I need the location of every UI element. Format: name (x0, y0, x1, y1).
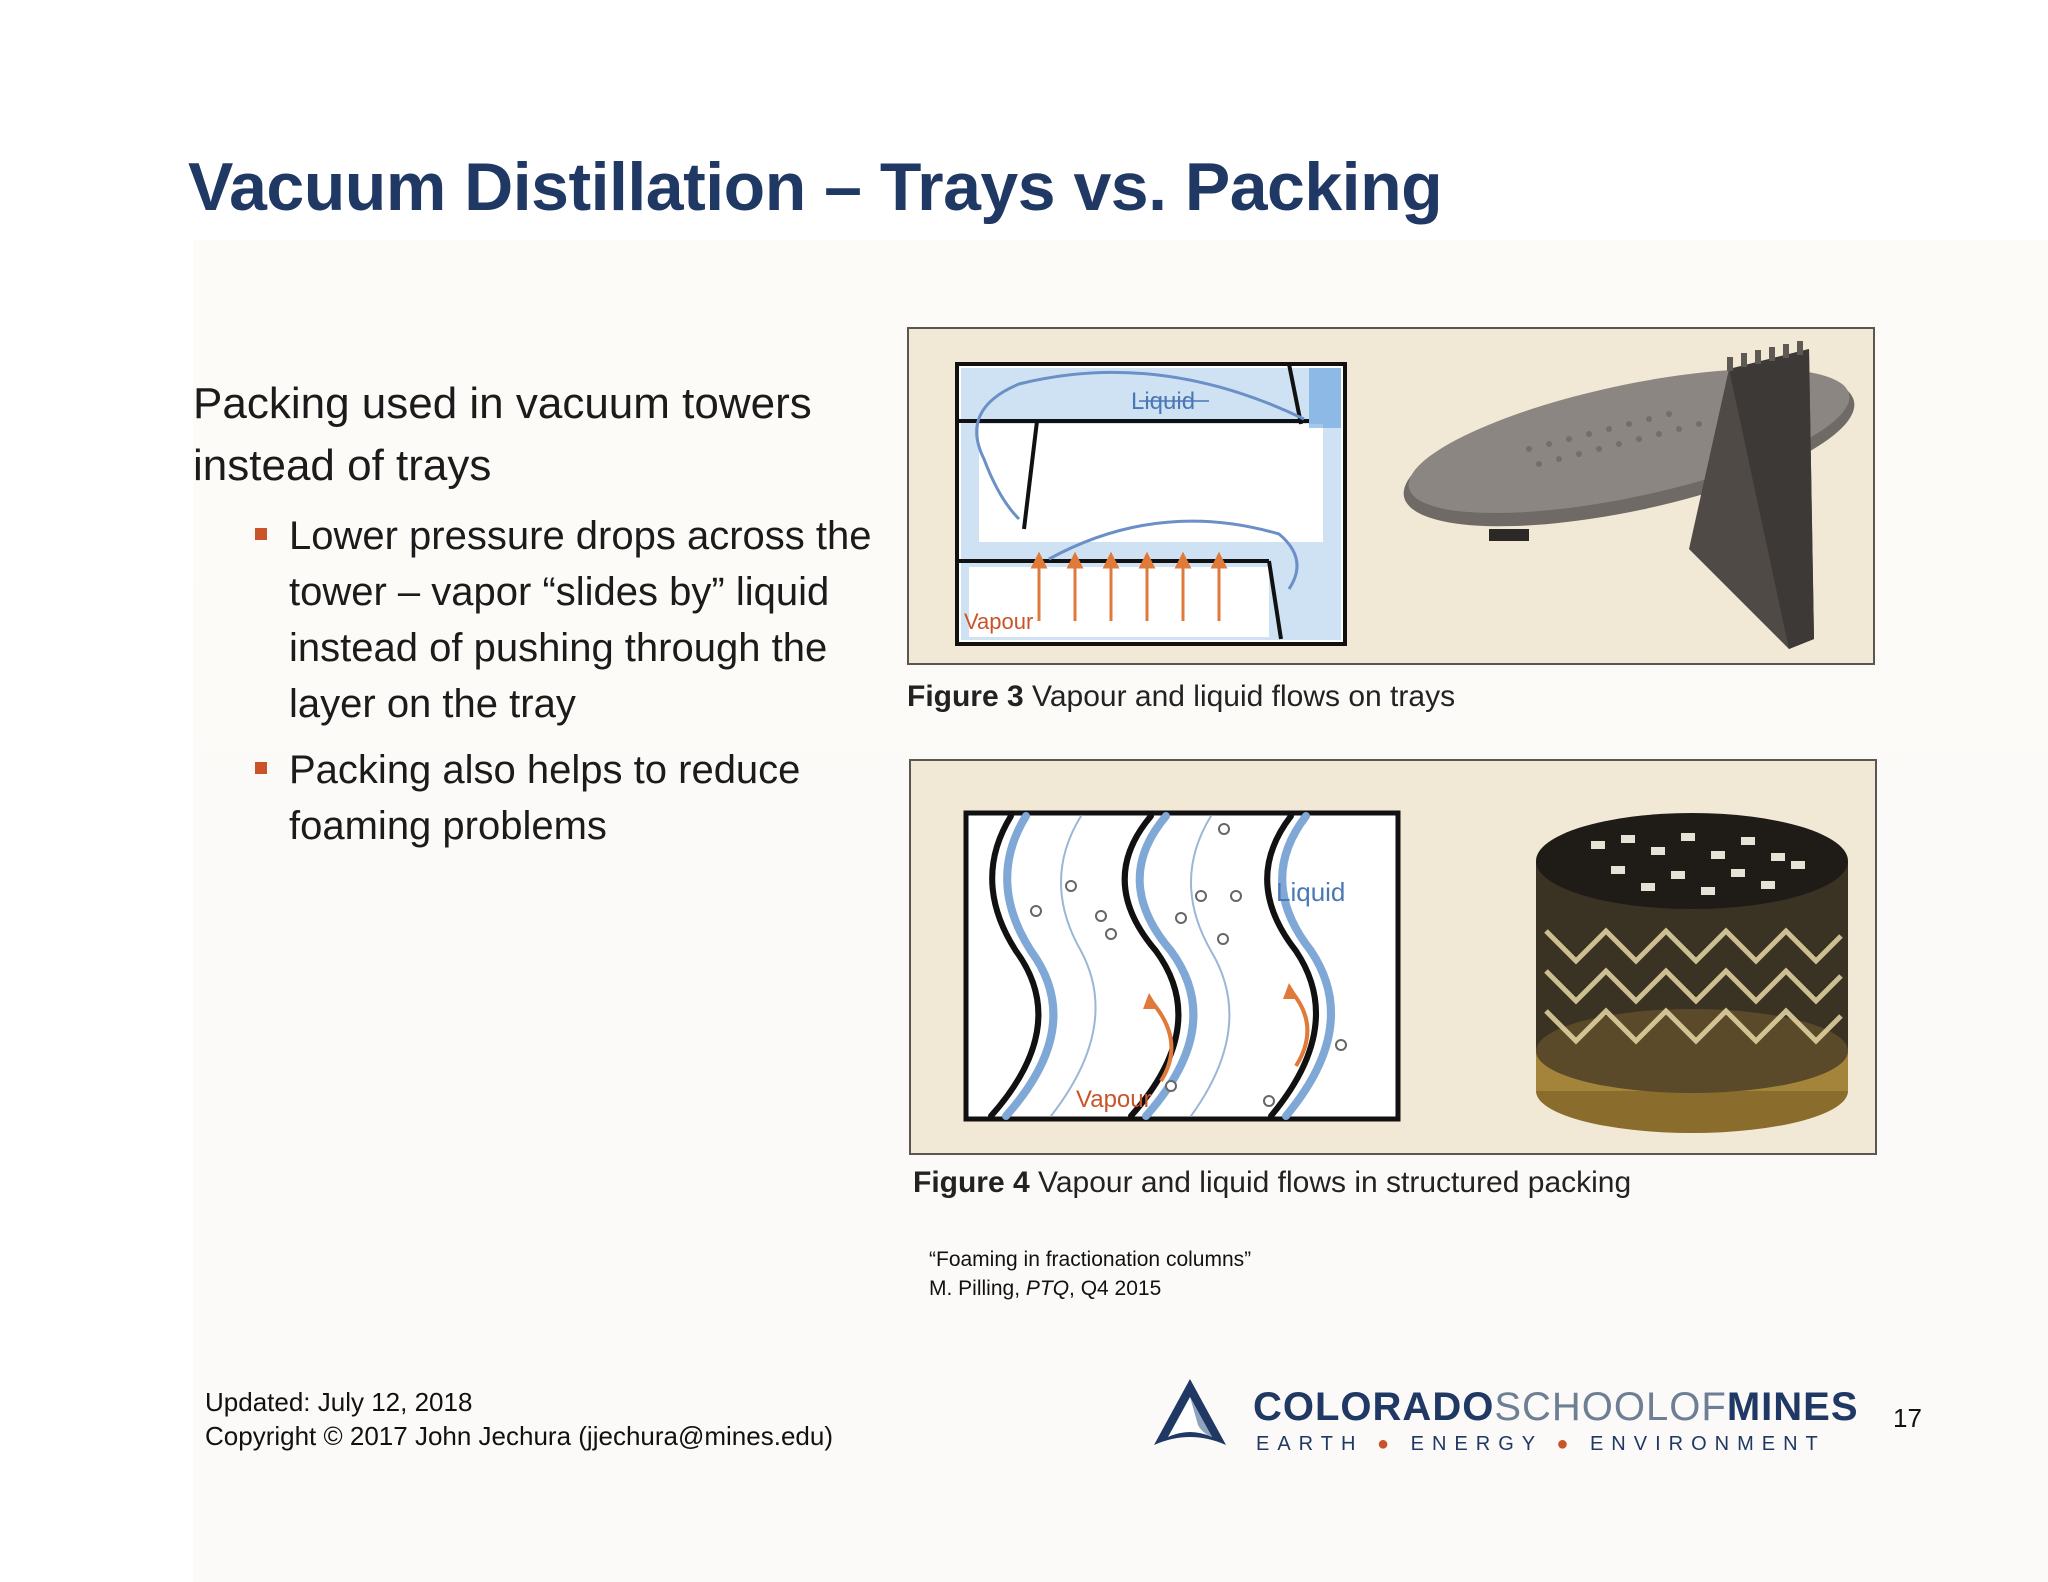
bullet-item: Lower pressure drops across the tower – … (255, 508, 875, 732)
footer-updated: Updated: July 12, 2018 (205, 1387, 473, 1417)
logo-dot-icon: ● (1376, 1433, 1398, 1455)
packing-flow-diagram: Liquid Vapour (963, 810, 1848, 1133)
figure-3-caption: Figure 3 Vapour and liquid flows on tray… (907, 680, 1455, 714)
bullet-text: Lower pressure drops across the tower – … (289, 514, 872, 726)
figure-4-image: Liquid Vapour (909, 759, 1877, 1155)
logo-tag-earth: EARTH (1256, 1433, 1364, 1455)
citation-author: M. Pilling, (929, 1277, 1026, 1300)
tray-3d-render (1403, 341, 1855, 649)
citation-issue: , Q4 2015 (1069, 1277, 1162, 1300)
page-number: 17 (1893, 1403, 1922, 1433)
citation-source: M. Pilling, PTQ, Q4 2015 (929, 1274, 1251, 1303)
figure-3-caption-text: Vapour and liquid flows on trays (1032, 680, 1456, 713)
citation-journal: PTQ (1025, 1277, 1070, 1300)
logo-tag-energy: ENERGY (1410, 1433, 1543, 1455)
logo-word-schoolof: SCHOOLOF (1494, 1385, 1727, 1429)
citation: “Foaming in fractionation columns” M. Pi… (929, 1245, 1251, 1303)
figure-4-liquid-label: Liquid (1276, 877, 1345, 907)
logo-tag-environment: ENVIRONMENT (1589, 1433, 1826, 1455)
figure-3-label: Figure 3 (907, 680, 1024, 713)
logo-dot-icon: ● (1556, 1433, 1577, 1455)
tray-flow-diagram: Liquid Vapour (955, 341, 1855, 649)
bullet-marker-icon (255, 528, 267, 540)
logo-tagline: EARTH ● ENERGY ● ENVIRONMENT (1256, 1433, 1826, 1456)
lead-text: Packing used in vacuum towers instead of… (193, 379, 812, 490)
footer-copyright: Copyright © 2017 John Jechura (jjechura@… (205, 1421, 833, 1451)
figure-4-label: Figure 4 (913, 1166, 1030, 1199)
slide-title: Vacuum Distillation – Trays vs. Packing (188, 149, 1443, 225)
figure-4-caption: Figure 4 Vapour and liquid flows in stru… (913, 1166, 1631, 1200)
structured-packing-render (1536, 813, 1848, 1133)
figure-3-liquid-label: Liquid (1131, 388, 1195, 415)
logo-word-colorado: COLORADO (1253, 1385, 1495, 1429)
logo-word-mines: MINES (1726, 1385, 1859, 1429)
figure-3-vapour-label: Vapour (964, 609, 1033, 634)
figure-4-vapour-label: Vapour (1076, 1086, 1152, 1113)
bullet-item: Packing also helps to reduce foaming pro… (255, 742, 875, 854)
figure-4-caption-text: Vapour and liquid flows in structured pa… (1038, 1166, 1632, 1199)
bullet-marker-icon (255, 762, 267, 774)
mines-triangle-logo-icon (1154, 1379, 1226, 1445)
citation-title: “Foaming in fractionation columns” (929, 1248, 1252, 1271)
bullet-list: Lower pressure drops across the tower – … (255, 508, 875, 864)
footer: Updated: July 12, 2018 Copyright © 2017 … (205, 1385, 833, 1453)
logo-wordmark: COLORADOSCHOOLOFMINES (1253, 1385, 1859, 1430)
figure-3-image: Liquid Vapour (907, 327, 1875, 665)
bullet-text: Packing also helps to reduce foaming pro… (289, 748, 801, 848)
